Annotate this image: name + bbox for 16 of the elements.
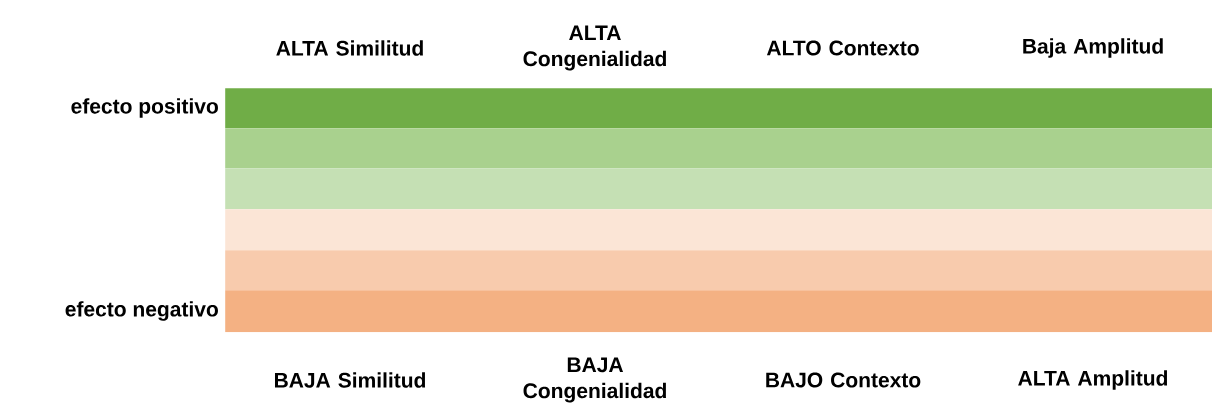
color-band bbox=[225, 209, 1212, 251]
color-band bbox=[225, 250, 1212, 291]
row-label: efecto negativo bbox=[65, 301, 218, 321]
column-heading: BAJO Contexto bbox=[766, 372, 921, 388]
column-heading: ALTO Contexto bbox=[766, 40, 919, 56]
column-heading: Baja Amplitud bbox=[1023, 38, 1163, 58]
column-heading: BAJA Similitud bbox=[275, 372, 426, 388]
color-band bbox=[225, 88, 1212, 129]
color-band bbox=[225, 290, 1212, 333]
column-heading: ALTA Amplitud bbox=[1018, 370, 1168, 390]
column-heading: BAJA Congenialidad bbox=[523, 357, 666, 403]
row-label: efecto positivo bbox=[71, 98, 218, 118]
color-band bbox=[225, 128, 1212, 169]
column-heading: ALTA Congenialidad bbox=[523, 25, 666, 71]
column-heading: ALTA Similitud bbox=[276, 40, 423, 56]
color-band bbox=[225, 168, 1212, 210]
